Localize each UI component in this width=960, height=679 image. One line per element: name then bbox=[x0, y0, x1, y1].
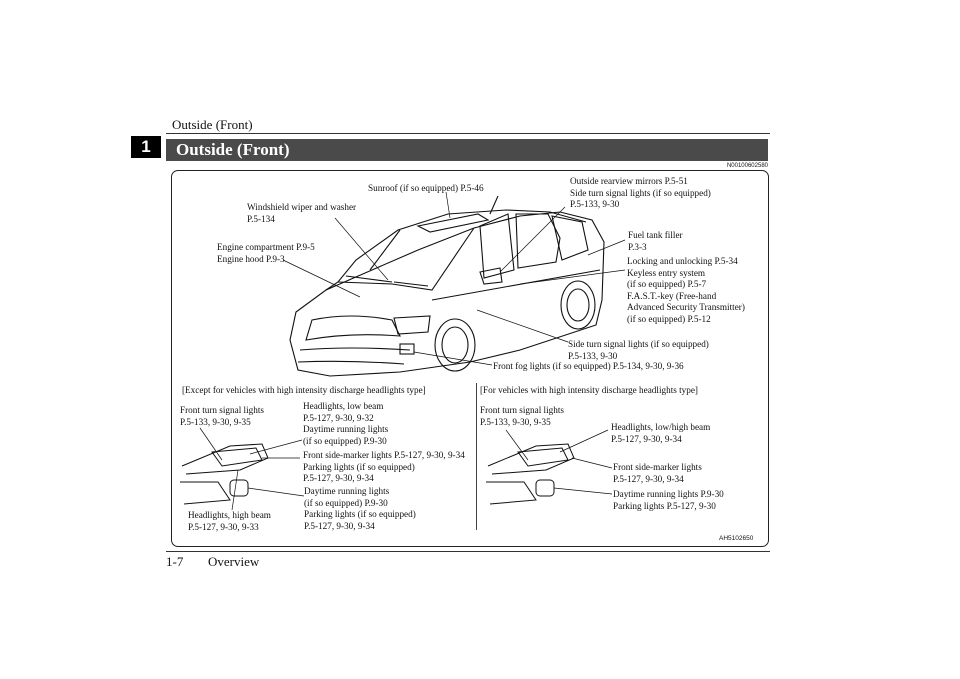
label-fog: Front fog lights (if so equipped) P.5-13… bbox=[493, 361, 684, 371]
left-low-beam: Headlights, low beam P.5-127, 9-30, 9-32… bbox=[303, 401, 389, 446]
left-high-beam: Headlights, high beam P.5-127, 9-30, 9-3… bbox=[188, 510, 271, 532]
left-drl: Daytime running lights (if so equipped) … bbox=[304, 486, 416, 531]
page-number: 1-7 bbox=[166, 554, 184, 569]
panel-right-title: [For vehicles with high intensity discha… bbox=[480, 385, 698, 395]
label-wiper: Windshield wiper and washer P.5-134 bbox=[247, 202, 357, 224]
section-code: N00100602580 bbox=[726, 163, 768, 169]
header-rule bbox=[166, 133, 770, 134]
left-side-marker: Front side-marker lights P.5-127, 9-30, … bbox=[303, 450, 465, 483]
right-front-turn: Front turn signal lights P.5-133, 9-30, … bbox=[480, 405, 564, 427]
label-engine: Engine compartment P.9-5 Engine hood P.9… bbox=[217, 242, 315, 264]
label-mirrors: Outside rearview mirrors P.5-51 Side tur… bbox=[570, 176, 711, 209]
section-title-bar: Outside (Front) bbox=[166, 139, 768, 161]
chapter-tab: 1 bbox=[131, 136, 161, 158]
label-side-turn: Side turn signal lights (if so equipped)… bbox=[568, 339, 709, 361]
label-sunroof: Sunroof (if so equipped) P.5-46 bbox=[368, 183, 484, 193]
section-title: Outside (Front) bbox=[176, 140, 290, 159]
figure-code: AH5102650 bbox=[719, 535, 754, 542]
right-drl: Daytime running lights P.9-30 Parking li… bbox=[613, 489, 724, 511]
footer-rule bbox=[166, 551, 770, 552]
panel-left-title: [Except for vehicles with high intensity… bbox=[182, 385, 426, 395]
illustration-frame bbox=[171, 170, 769, 547]
chapter-name: Overview bbox=[208, 554, 260, 569]
left-front-turn: Front turn signal lights P.5-133, 9-30, … bbox=[180, 405, 264, 427]
running-header: Outside (Front) bbox=[172, 117, 253, 132]
right-lowhigh: Headlights, low/high beam P.5-127, 9-30,… bbox=[611, 422, 711, 444]
label-locking: Locking and unlocking P.5-34 Keyless ent… bbox=[627, 256, 745, 324]
right-side-marker: Front side-marker lights P.5-127, 9-30, … bbox=[613, 462, 702, 484]
panel-divider bbox=[476, 383, 477, 530]
label-fuel: Fuel tank filler P.3-3 bbox=[628, 230, 683, 252]
